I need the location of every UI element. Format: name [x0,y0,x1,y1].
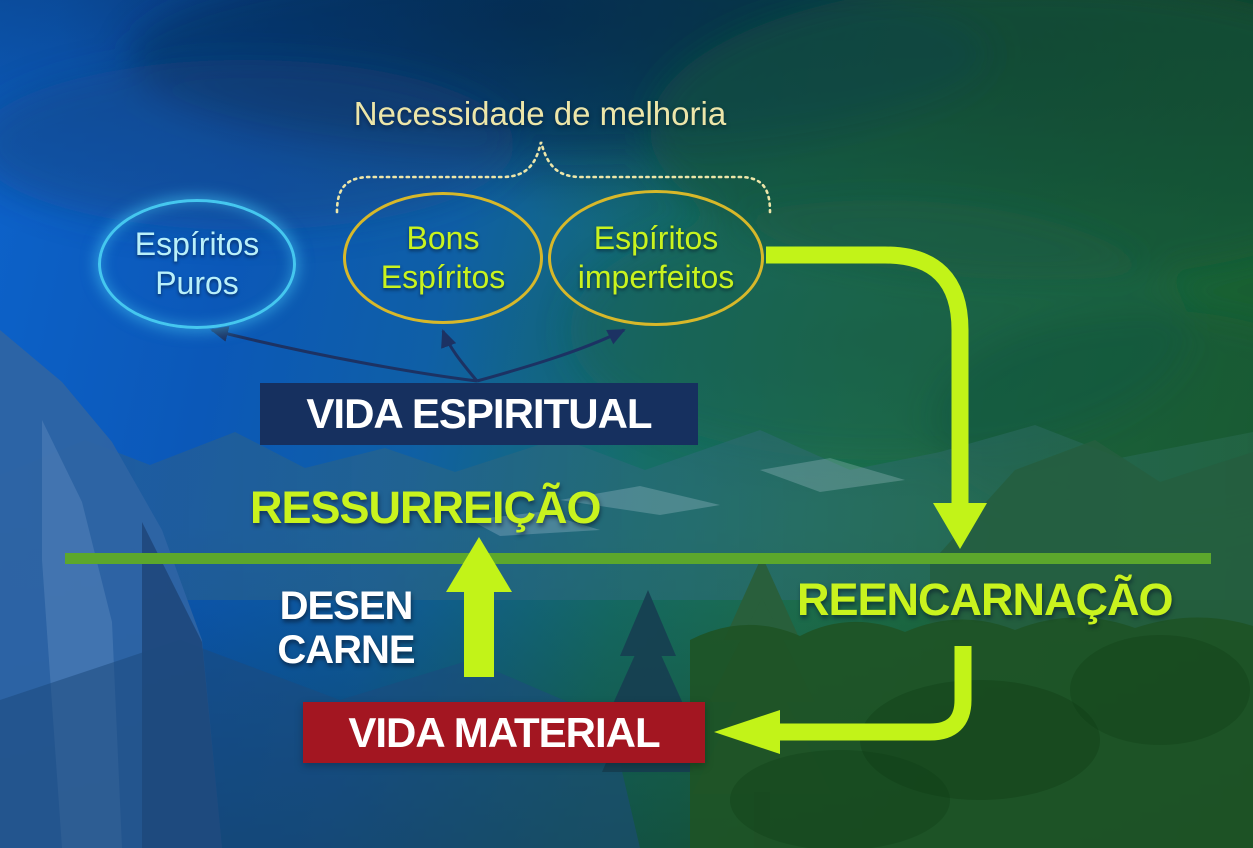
ressurreicao-label: RESSURREIÇÃO [250,482,602,533]
ellipse-label-line1: Bons [406,219,480,256]
desencarne-line1: DESEN [279,584,414,628]
ellipse-label-line1: Espíritos [134,225,260,262]
ellipse-bons-espiritos: Bons Espíritos [343,192,543,324]
vida-espiritual-label: VIDA ESPIRITUAL [306,390,652,437]
diagram-title: Necessidade de melhoria [353,95,727,132]
ellipse-label-line2: Espíritos [380,259,506,295]
ellipse-label-line2: Puros [155,265,239,301]
ellipse-espiritos-puros: Espíritos Puros [98,199,296,329]
vida-material-label: VIDA MATERIAL [348,708,660,756]
vida-espiritual-box: VIDA ESPIRITUAL [260,383,698,445]
forest [690,617,1253,848]
desencarne-label: DESEN CARNE [258,584,434,672]
desencarne-line2: CARNE [277,628,415,672]
ellipse-label-line1: Espíritos [593,219,719,256]
ellipse-espiritos-imperfeitos: Espíritos imperfeitos [548,190,764,326]
ground-line [65,553,1211,564]
vida-material-box: VIDA MATERIAL [303,702,705,763]
green-peaks [930,440,1253,640]
reencarnacao-label: REENCARNAÇÃO [797,574,1174,625]
ellipse-label-line2: imperfeitos [577,259,735,295]
